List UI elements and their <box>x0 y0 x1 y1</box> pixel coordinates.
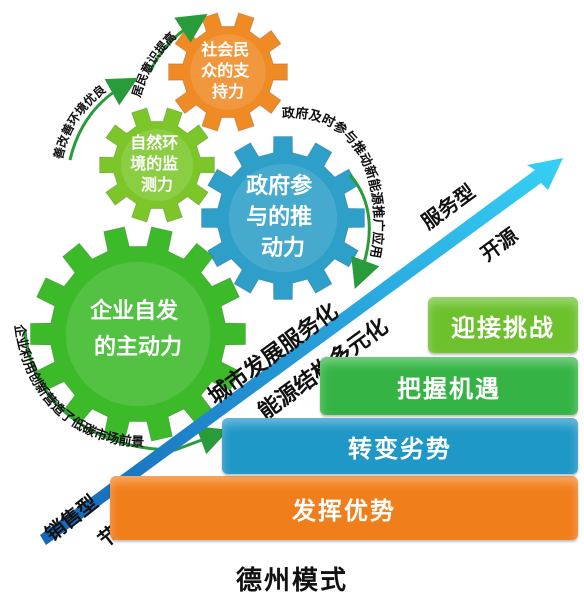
government-gear-label: 政府参 与的推 动力 <box>246 173 320 261</box>
government-gear <box>201 136 365 300</box>
gear-shape <box>99 107 215 223</box>
environment-gear-label: 自然环 境的监 测力 <box>130 133 184 194</box>
step-label: 转变劣势 <box>348 434 452 463</box>
step-label: 发挥优势 <box>292 496 396 525</box>
gear-shape <box>201 136 365 300</box>
enterprise-gear-label: 企业自发 的主动力 <box>89 298 186 360</box>
gear-hub <box>228 163 338 273</box>
enterprise-gear <box>30 226 246 442</box>
step-bar-leverage-strengths: 发挥优势 <box>110 476 578 540</box>
arrow-end-bottom-label: 开源 <box>476 223 522 266</box>
government-curve-arrow <box>348 174 380 290</box>
environment-gear <box>99 107 215 223</box>
environment-curve-arrow <box>68 77 139 161</box>
step-bar-convert-weaknesses: 转变劣势 <box>222 418 578 474</box>
gear-hub <box>120 128 194 202</box>
step-bar-seize-opportunities: 把握机遇 <box>320 357 578 415</box>
gear-hub <box>190 34 266 110</box>
step-bar-meet-challenges: 迎接挑战 <box>428 297 578 353</box>
society-curve-arrow <box>148 13 208 73</box>
society-gear-label: 社会民 众的支 持力 <box>200 40 255 101</box>
arrow-start-top-label: 销售型 <box>40 490 102 546</box>
growth-arrow <box>40 158 563 545</box>
diagram-caption: 德州模式 <box>235 566 348 596</box>
gear-hub <box>65 261 211 407</box>
step-label: 把握机遇 <box>397 374 501 403</box>
step-label: 迎接挑战 <box>451 313 555 342</box>
gear-shape <box>30 226 246 442</box>
environment-curve-label: 善改善环境优良 <box>50 82 108 161</box>
